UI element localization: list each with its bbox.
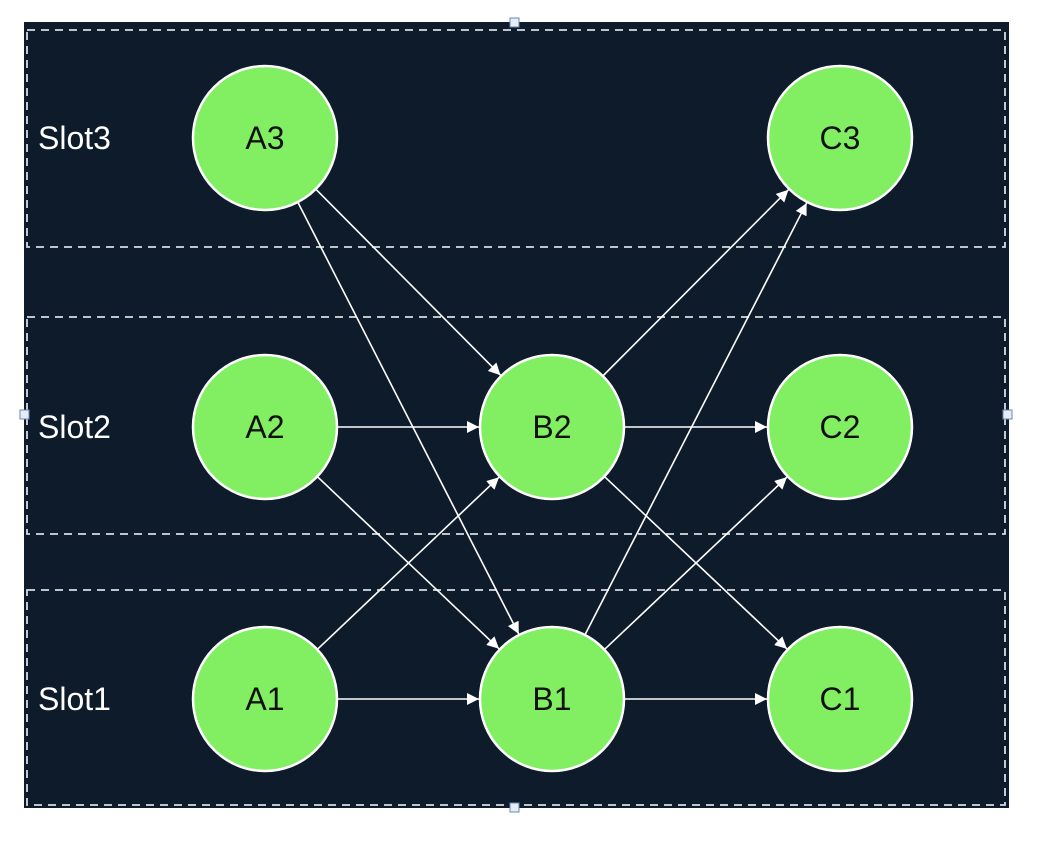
node-b2-label: B2: [532, 409, 571, 445]
slot3-label: Slot3: [38, 120, 111, 156]
node-c2[interactable]: C2: [766, 353, 914, 501]
node-b1-label: B1: [532, 681, 571, 717]
node-c3-circle: [766, 64, 914, 212]
node-a1-label: A1: [245, 681, 284, 717]
edge-a3-to-b1: [297, 201, 520, 635]
node-c1[interactable]: C1: [766, 625, 914, 773]
edge-a3-to-b2: [315, 188, 502, 376]
selection-handle-right[interactable]: [1002, 409, 1013, 420]
edge-b1-to-c2: [603, 476, 788, 651]
selection-handle-top[interactable]: [509, 17, 520, 28]
node-a3-circle: [191, 64, 339, 212]
node-b2-circle: [478, 353, 626, 501]
node-c2-label: C2: [820, 409, 861, 445]
edge-layer: [297, 188, 808, 705]
node-c2-circle: [766, 353, 914, 501]
node-b2[interactable]: B2: [478, 353, 626, 501]
slot1-label: Slot1: [38, 681, 111, 717]
node-a2-label: A2: [245, 409, 284, 445]
node-a2-circle: [191, 353, 339, 501]
edge-b1-to-c3: [584, 202, 808, 636]
edge-b2-to-c3: [602, 189, 790, 377]
selection-handle-bottom[interactable]: [509, 802, 520, 813]
node-a2[interactable]: A2: [191, 353, 339, 501]
node-c1-circle: [766, 625, 914, 773]
node-c1-label: C1: [820, 681, 861, 717]
slot2-region: [26, 316, 1006, 535]
selection-handle-left[interactable]: [19, 409, 30, 420]
node-c3-label: C3: [820, 120, 861, 156]
node-a3[interactable]: A3: [191, 64, 339, 212]
edge-a1-to-b2: [316, 476, 500, 651]
slot2-label: Slot2: [38, 409, 111, 445]
node-a1-circle: [191, 625, 339, 773]
node-b1[interactable]: B1: [478, 625, 626, 773]
node-c3[interactable]: C3: [766, 64, 914, 212]
node-a3-label: A3: [245, 120, 284, 156]
slot3-region: [26, 29, 1006, 248]
node-b1-circle: [478, 625, 626, 773]
node-a1[interactable]: A1: [191, 625, 339, 773]
